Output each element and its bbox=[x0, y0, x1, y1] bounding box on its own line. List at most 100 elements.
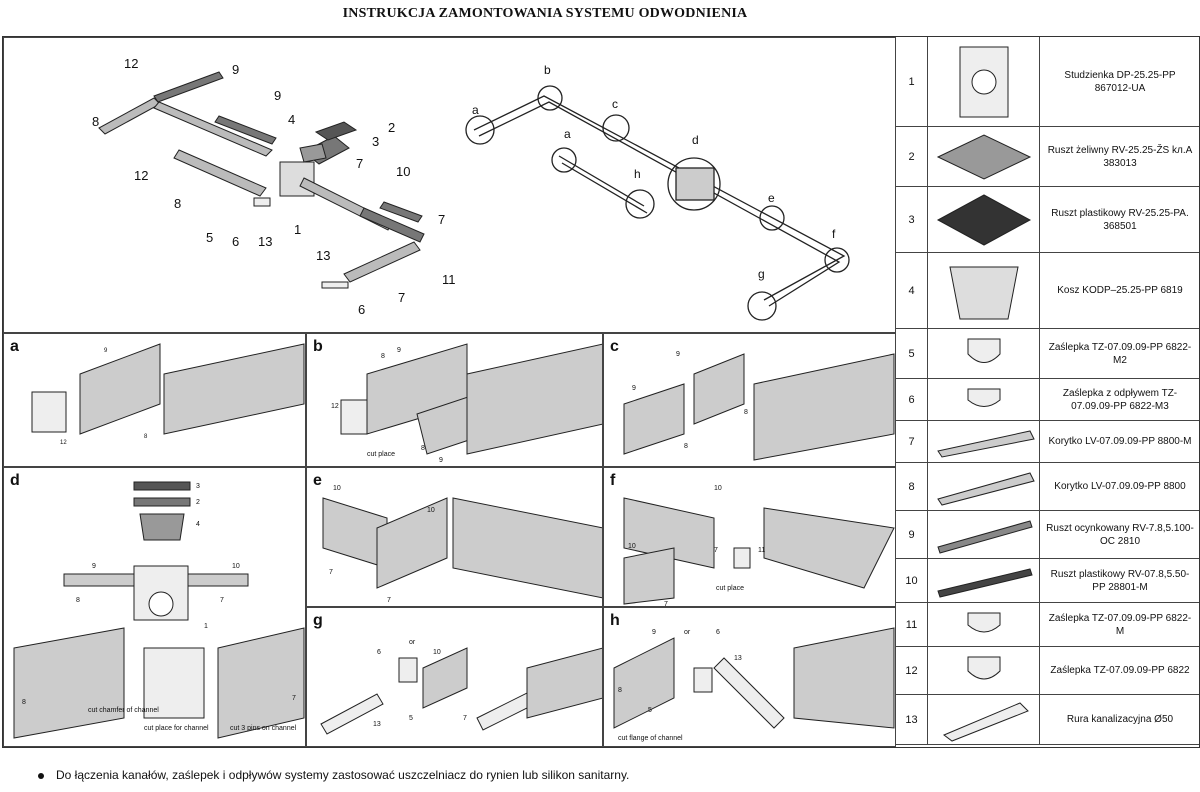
part-description: Korytko LV-07.09.09-PP 8800-M bbox=[1048, 436, 1192, 447]
callout: 12 bbox=[60, 440, 67, 446]
callout: 8 bbox=[744, 409, 748, 416]
part-number: 4 bbox=[896, 253, 928, 328]
marker-circle-c bbox=[602, 114, 630, 142]
marker-circle-h bbox=[625, 189, 655, 219]
callout: 4 bbox=[196, 521, 200, 528]
catch-basin-icon bbox=[928, 37, 1040, 126]
part-label: 5 bbox=[206, 230, 213, 245]
callout: or bbox=[409, 639, 416, 646]
callout: 9 bbox=[676, 351, 680, 358]
callout: cut place for channel bbox=[144, 725, 209, 732]
panel-f: 10 7 10 7 11 cut place f bbox=[603, 467, 896, 607]
part-label: 8 bbox=[92, 114, 99, 129]
callout: 12 bbox=[331, 403, 339, 410]
part-label: 11 bbox=[442, 272, 456, 287]
channel-icon bbox=[928, 463, 1040, 510]
document-title: INSTRUKCJA ZAMONTOWANIA SYSTEMU ODWODNIE… bbox=[342, 6, 748, 21]
channel-drawing bbox=[79, 343, 161, 435]
detail-marker: d bbox=[692, 133, 699, 147]
marker-circle-g bbox=[747, 291, 777, 321]
grate-9-top bbox=[153, 71, 224, 103]
part-number: 12 bbox=[896, 647, 928, 694]
part-number: 13 bbox=[896, 695, 928, 744]
end-cap-icon bbox=[928, 603, 1040, 646]
callout: 13 bbox=[734, 655, 742, 662]
callout: 2 bbox=[196, 499, 200, 506]
callout: 7 bbox=[220, 597, 224, 604]
basket-icon bbox=[928, 253, 1040, 328]
part-label: 12 bbox=[134, 168, 148, 183]
panel-a: 9 12 8 a bbox=[3, 333, 306, 467]
note-text: Do łączenia kanałów, zaślepek i odpływów… bbox=[56, 768, 630, 782]
part-description: Ruszt ocynkowany RV-7.8,5.100-OC 2810 bbox=[1046, 522, 1194, 547]
callout: 7 bbox=[664, 601, 668, 607]
part-number: 1 bbox=[896, 37, 928, 126]
end-cap-drawing bbox=[31, 391, 67, 433]
callout: 8 bbox=[144, 434, 148, 440]
part-number: 3 bbox=[896, 187, 928, 252]
callout: 10 bbox=[433, 649, 441, 656]
part-description: Zaślepka z odpływem TZ-07.09.09-PP 6822-… bbox=[1062, 387, 1178, 412]
callout: cut flange of channel bbox=[618, 735, 683, 742]
part-label: 13 bbox=[258, 234, 272, 249]
part-description: Ruszt plastikowy RV-25.25-PA. 368501 bbox=[1051, 207, 1189, 232]
callout: 5 bbox=[648, 707, 652, 714]
detail-marker: e bbox=[768, 191, 775, 205]
callout: 8 bbox=[76, 597, 80, 604]
part-description: Ruszt plastikowy RV-07.8,5.50-PP 28801-M bbox=[1050, 568, 1190, 593]
callout: 8 bbox=[22, 699, 26, 706]
detail-marker: f bbox=[832, 227, 836, 241]
exploded-view-drawing: 12 9 8 9 4 2 3 12 7 10 8 5 6 13 1 7 13 1… bbox=[92, 56, 850, 321]
callout: 10 bbox=[232, 563, 240, 570]
callout: 6 bbox=[716, 629, 720, 636]
callout: 6 bbox=[377, 649, 381, 656]
cast-iron-grate-icon bbox=[928, 127, 1040, 186]
panel-h: 9 or 6 8 13 5 cut flange of channel h bbox=[603, 607, 896, 747]
part-number: 7 bbox=[896, 421, 928, 462]
galvanized-grate-icon bbox=[928, 511, 1040, 558]
panel-d: 3 2 4 9 10 8 7 1 cut chamfer of channel … bbox=[3, 467, 306, 747]
part-label: 6 bbox=[358, 302, 365, 317]
assembled-catch-basin bbox=[675, 167, 715, 201]
callout: cut place bbox=[367, 451, 395, 458]
part-label: 9 bbox=[274, 88, 281, 103]
part-description: Zaślepka TZ-07.09.09-PP 6822 bbox=[1050, 665, 1190, 676]
part-description: Rura kanalizacyjna Ø50 bbox=[1066, 714, 1174, 725]
callout: 10 bbox=[333, 485, 341, 492]
callout: 1 bbox=[204, 623, 208, 630]
pipe-icon bbox=[928, 695, 1040, 744]
detail-marker: a bbox=[564, 127, 571, 141]
callout: 11 bbox=[758, 547, 765, 554]
panel-label: b bbox=[313, 338, 323, 355]
callout: cut 3 pins on channel bbox=[230, 725, 297, 732]
basket-4 bbox=[299, 143, 327, 163]
part-label: 8 bbox=[174, 196, 181, 211]
end-cap-icon bbox=[928, 329, 1040, 378]
channel-8-top bbox=[98, 97, 161, 135]
part-label: 7 bbox=[438, 212, 445, 227]
panel-label: g bbox=[313, 612, 323, 629]
callout: 7 bbox=[463, 715, 467, 722]
part-description: Ruszt żeliwny RV-25.25-ŽS kл.A 383013 bbox=[1047, 144, 1193, 169]
part-description: Korytko LV-07.09.09-PP 8800 bbox=[1054, 481, 1186, 492]
overview-panel: 12 9 8 9 4 2 3 12 7 10 8 5 6 13 1 7 13 1… bbox=[3, 37, 896, 333]
part-label: 9 bbox=[232, 62, 239, 77]
callout: or bbox=[684, 629, 691, 636]
callout: 9 bbox=[104, 348, 108, 354]
part-description: Zaślepka TZ-07.09.09-PP 6822-M bbox=[1048, 612, 1192, 637]
marker-circle-f bbox=[824, 247, 850, 273]
part-description: Zaślepka TZ-07.09.09-PP 6822-M2 bbox=[1048, 341, 1192, 366]
parts-table-row: 1 Studzienka DP-25.25-PP 867012-UA bbox=[896, 37, 1199, 127]
callout: 9 bbox=[92, 563, 96, 570]
panel-label: c bbox=[610, 338, 619, 355]
marker-circle-b bbox=[537, 85, 563, 111]
panel-label: h bbox=[610, 612, 620, 629]
callout: 3 bbox=[196, 483, 200, 490]
part-description: Studzienka DP-25.25-PP 867012-UA bbox=[1064, 69, 1176, 94]
